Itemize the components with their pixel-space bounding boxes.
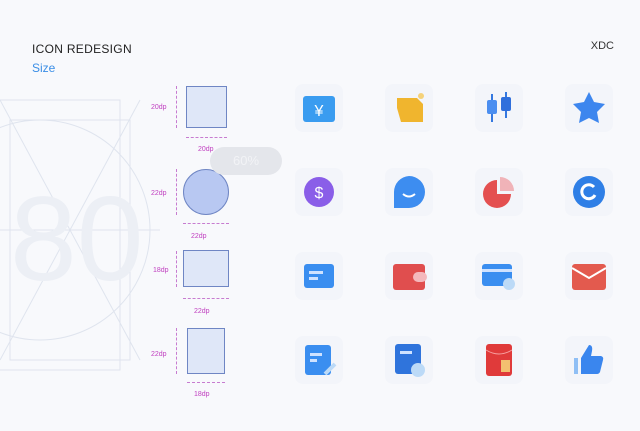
piggy-bank-icon[interactable]	[385, 84, 433, 132]
red-envelope-icon[interactable]	[475, 336, 523, 384]
dimension-line	[183, 223, 229, 224]
dimension-line	[176, 251, 177, 287]
spec-square	[186, 86, 227, 128]
dimension-line	[186, 137, 227, 138]
svg-text:$: $	[315, 185, 324, 202]
pie-chart-icon[interactable]	[475, 168, 523, 216]
dimension-line	[176, 328, 177, 374]
spec-circle	[183, 169, 229, 215]
dimension-line	[176, 86, 177, 128]
page-subtitle: Size	[32, 61, 56, 75]
icon-grid: ¥ $	[295, 84, 613, 384]
spec-height-label: 18dp	[153, 267, 169, 274]
card-search-icon[interactable]	[475, 252, 523, 300]
dimension-line	[176, 169, 177, 215]
page-title: ICON REDESIGN	[32, 42, 132, 56]
brand-label: XDC	[590, 40, 614, 52]
chat-bubble-icon[interactable]	[385, 168, 433, 216]
spec-portrait-rect	[187, 328, 225, 374]
spec-width-label: 18dp	[194, 391, 210, 398]
thumbs-up-icon[interactable]	[565, 336, 613, 384]
message-icon[interactable]	[295, 252, 343, 300]
svg-text:¥: ¥	[314, 103, 324, 120]
spec-width-label: 22dp	[194, 308, 210, 315]
spec-height-label: 22dp	[151, 190, 167, 197]
dimension-line	[183, 298, 229, 299]
spec-height-label: 20dp	[151, 104, 167, 111]
svg-text:80: 80	[10, 172, 143, 306]
dollar-coin-icon[interactable]: $	[295, 168, 343, 216]
mail-icon[interactable]	[565, 252, 613, 300]
spec-width-label: 20dp	[198, 146, 214, 153]
dimension-line	[187, 382, 225, 383]
spec-width-label: 22dp	[191, 233, 207, 240]
yuan-wallet-icon[interactable]: ¥	[295, 84, 343, 132]
keyline-grid-background: 80	[0, 99, 160, 371]
spec-landscape-rect	[183, 250, 229, 287]
spec-height-label: 22dp	[151, 351, 167, 358]
star-icon[interactable]	[565, 84, 613, 132]
zoom-badge: 60%	[210, 147, 282, 175]
refresh-icon[interactable]	[565, 168, 613, 216]
wallet-icon[interactable]	[385, 252, 433, 300]
edit-note-icon[interactable]	[295, 336, 343, 384]
document-clock-icon[interactable]	[385, 336, 433, 384]
candlestick-icon[interactable]	[475, 84, 523, 132]
